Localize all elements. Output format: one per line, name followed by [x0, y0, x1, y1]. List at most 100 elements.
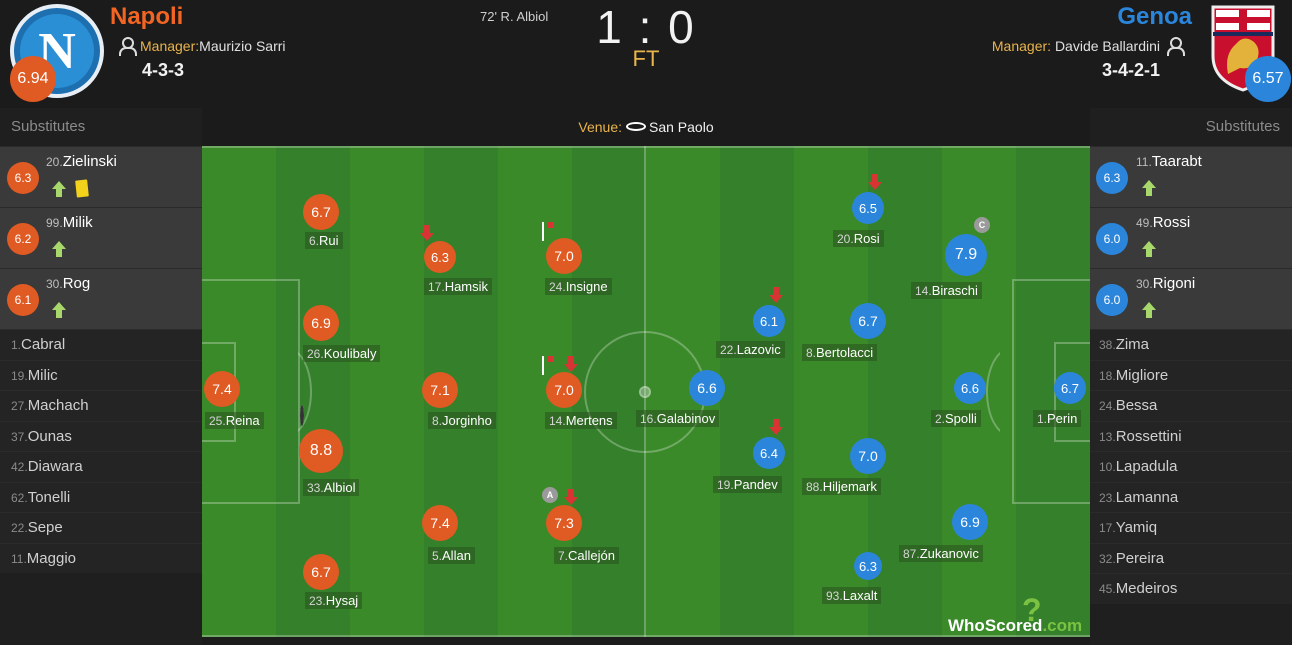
bench-player-row[interactable]: 62.Tonelli — [0, 481, 202, 512]
venue-bar: Venue:San Paolo — [202, 108, 1090, 146]
shirt-number: 45. — [1099, 582, 1116, 596]
shirt-number: 38. — [1099, 338, 1116, 352]
player-name: Zima — [1115, 336, 1150, 353]
player-name: Ounas — [27, 427, 72, 445]
bench-player-row[interactable]: 13.Rossettini — [1090, 420, 1292, 451]
shirt-number: 5. — [432, 549, 443, 563]
player-label: 33.Albiol — [303, 479, 360, 496]
bench-player-row[interactable]: 45.Medeiros — [1090, 573, 1292, 604]
player-name: Insigne — [565, 279, 608, 294]
bench-player-row[interactable]: 18.Migliore — [1090, 359, 1292, 390]
player-label: 20.Rosi — [833, 230, 884, 247]
shirt-number: 8. — [432, 414, 443, 428]
player-name: Galabinov — [656, 411, 716, 426]
bench-player-row[interactable]: 10.Lapadula — [1090, 451, 1292, 482]
bench-player-row[interactable]: 24.Bessa — [1090, 390, 1292, 421]
player-event — [542, 356, 544, 376]
shirt-number: 17. — [1099, 521, 1116, 535]
player-rating: 7.0 — [546, 238, 582, 274]
manager-label: Manager: — [140, 38, 200, 54]
player-label: 93.Laxalt — [822, 587, 882, 604]
player-label: 26.Koulibaly — [303, 345, 381, 362]
player-name: Yamiq — [1115, 519, 1158, 536]
shirt-number: 87. — [903, 547, 920, 561]
bench-player-row[interactable]: 23.Lamanna — [1090, 481, 1292, 512]
away-team-rating: 6.57 — [1245, 56, 1291, 102]
shirt-number: 17. — [428, 280, 445, 294]
shirt-number: 24. — [1099, 399, 1116, 413]
whoscored-logo[interactable]: ?WhoScored.com — [948, 592, 1082, 636]
shirt-number: 24. — [549, 280, 566, 294]
player-name: Rossi — [1152, 214, 1191, 231]
substitute-rating: 6.2 — [7, 223, 39, 255]
player-label: 19.Pandev — [713, 476, 782, 493]
player-name: Tonelli — [27, 488, 71, 506]
bench-player-row[interactable]: 11.Maggio — [0, 542, 202, 573]
player-event: A — [542, 487, 558, 503]
shirt-number: 14. — [549, 414, 566, 428]
substitute-event-icons — [52, 302, 66, 318]
goal-ball-icon — [300, 405, 304, 426]
shirt-number: 49. — [1136, 216, 1153, 230]
player-rating: 6.4 — [753, 437, 785, 469]
shirt-number: 19. — [11, 368, 28, 383]
shirt-number: 22. — [720, 343, 737, 357]
player-label: 5.Allan — [428, 547, 475, 564]
home-team-name[interactable]: Napoli — [110, 3, 184, 30]
bench-player-row[interactable]: 22.Sepe — [0, 512, 202, 543]
shirt-number: 32. — [1099, 551, 1116, 566]
shirt-number: 62. — [11, 490, 28, 505]
bench-player-row[interactable]: 17.Yamiq — [1090, 512, 1292, 543]
player-name: Mertens — [565, 413, 613, 428]
shirt-number: 2. — [935, 412, 946, 426]
player-label: 88.Hiljemark — [802, 478, 881, 495]
shirt-number: 33. — [307, 481, 324, 495]
player-rating: 7.4 — [204, 371, 240, 407]
shirt-number: 93. — [826, 589, 843, 603]
player-name: Pandev — [733, 477, 778, 492]
player-rating: 8.8 — [299, 429, 343, 473]
shirt-number: 1. — [1037, 412, 1048, 426]
shirt-number: 16. — [640, 412, 657, 426]
substitute-rating: 6.0 — [1096, 223, 1128, 255]
substitute-event-icons — [1142, 302, 1156, 318]
player-name: Rossettini — [1115, 427, 1182, 445]
player-name: Lamanna — [1115, 488, 1179, 506]
player-name: Bertolacci — [816, 345, 874, 360]
offside-flag-icon — [542, 222, 544, 241]
player-name: Milik — [62, 214, 93, 231]
player-name: Albiol — [323, 480, 356, 495]
substitute-rating: 6.3 — [7, 162, 39, 194]
player-name: Jorginho — [442, 413, 492, 428]
player-name: Hamsik — [444, 279, 489, 294]
substitute-name: 11.Taarabt — [1136, 153, 1202, 170]
bench-player-row[interactable]: 42.Diawara — [0, 451, 202, 482]
substitute-name: 99.Milik — [46, 214, 93, 231]
shirt-number: 27. — [11, 399, 28, 413]
substitute-row[interactable]: 6.2 99.Milik — [0, 207, 202, 268]
manager-label: Manager: — [991, 38, 1052, 54]
substitute-row[interactable]: 6.0 49.Rossi — [1090, 207, 1292, 268]
stadium-icon — [626, 122, 646, 131]
player-rating: 6.3 — [424, 241, 456, 273]
sub-on-icon — [52, 241, 66, 257]
bench-player-row[interactable]: 32.Pereira — [1090, 542, 1292, 573]
bench-player-row[interactable]: 38.Zima — [1090, 329, 1292, 360]
bench-player-row[interactable]: 27.Machach — [0, 390, 202, 421]
bench-player-row[interactable]: 19.Milic — [0, 359, 202, 390]
away-team-name[interactable]: Genoa — [1117, 3, 1192, 30]
shirt-number: 88. — [806, 480, 823, 494]
logo-text: WhoScored — [948, 616, 1043, 635]
player-rating: 6.7 — [850, 303, 886, 339]
bench-player-row[interactable]: 1.Cabral — [0, 329, 202, 360]
substitute-rating: 6.1 — [7, 284, 39, 316]
bench-player-row[interactable]: 37.Ounas — [0, 420, 202, 451]
assist-icon: A — [542, 487, 558, 503]
shirt-number: 19. — [717, 478, 734, 492]
player-name: Laxalt — [842, 588, 878, 603]
